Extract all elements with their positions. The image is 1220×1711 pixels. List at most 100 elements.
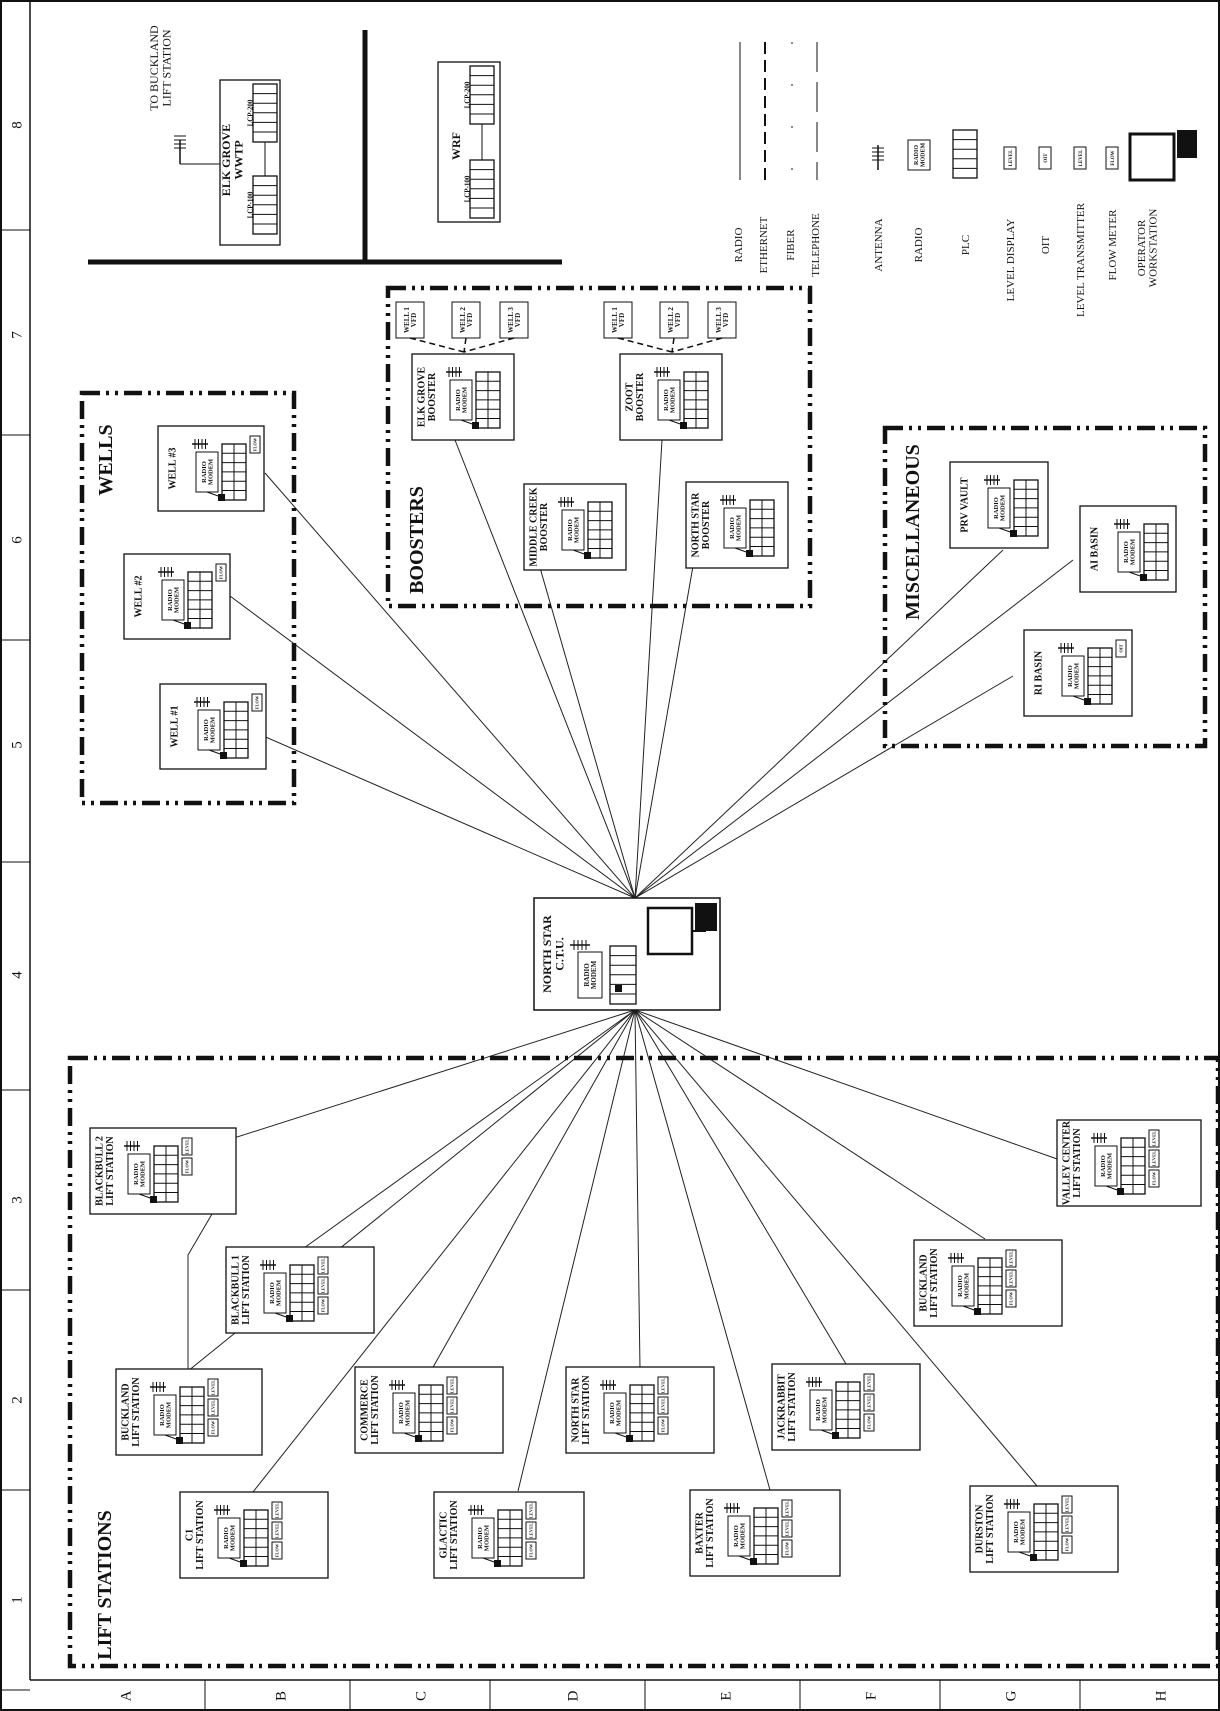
plc-port: [1030, 1554, 1037, 1561]
legend-line-label: FIBER: [785, 229, 797, 261]
vfd-label: WELL 2VFD: [667, 307, 682, 333]
symbol-inner: FLOW: [1111, 150, 1116, 165]
plc-port: [184, 622, 191, 629]
site-label: BUCKLANDLIFT STATION: [120, 1377, 142, 1447]
device-tag: LEVEL: [450, 1378, 455, 1393]
oit-icon: [1038, 146, 1052, 170]
plc-tag: LCP-100: [246, 191, 254, 218]
plc-port: [1117, 1188, 1124, 1195]
radio-modem-label: RADIOMODEM: [1013, 1519, 1027, 1545]
flow-device-icon: [657, 1416, 669, 1435]
device-tag: LEVEL: [529, 1503, 534, 1518]
plc-icon: [952, 129, 978, 179]
column-number: 2: [9, 1396, 25, 1404]
level-device-icon: [181, 1137, 193, 1156]
radio-inner: RADIOMODEM: [914, 142, 926, 167]
device-tag: FLOW: [661, 1418, 666, 1432]
device-tag: FLOW: [321, 1298, 326, 1312]
row-letter: G: [1003, 1690, 1019, 1701]
radio-link: [454, 439, 636, 899]
modem-plc-link: [1105, 1185, 1121, 1192]
site-label: GLACTICLIFT STATION: [438, 1500, 460, 1570]
site-label: BUCKLANDLIFT STATION: [918, 1248, 940, 1318]
column-number: 8: [9, 121, 25, 129]
level-device-icon: [317, 1256, 329, 1275]
hub-north-star-ctu: NORTH STARC.T.U.RADIOMODEM: [533, 897, 721, 1011]
oit-device-icon: [1115, 639, 1127, 658]
ethernet-link: [671, 337, 723, 353]
row-letter: H: [1153, 1690, 1169, 1701]
modem-plc-link: [274, 1312, 290, 1319]
radio-modem-label: RADIOMODEM: [398, 1400, 412, 1426]
radio-link: [517, 1009, 636, 1492]
device-tag: LEVEL: [1152, 1131, 1157, 1146]
vfd-label: WELL 2VFD: [459, 307, 474, 333]
flow-device-icon: [1061, 1535, 1073, 1554]
radio-modem-label: RADIOMODEM: [729, 515, 743, 541]
plc-tag: LCP-200: [246, 99, 254, 126]
wells-group: [79, 390, 297, 806]
plc-port: [240, 1560, 247, 1567]
plc-port: [220, 752, 227, 759]
level-device-icon: [525, 1521, 537, 1540]
flow-device-icon: [207, 1418, 219, 1437]
device-tag: FLOW: [255, 695, 260, 709]
radio-link: [527, 525, 636, 899]
modem-plc-link: [668, 419, 684, 426]
radio-link: [634, 1009, 986, 1240]
device-tag: FLOW: [1152, 1171, 1157, 1185]
vfd-label: WELL 1VFD: [403, 307, 418, 333]
modem-plc-link: [962, 1305, 978, 1312]
site-label: WELL #1: [170, 706, 181, 748]
plc-port: [472, 422, 479, 429]
radio-modem-label: RADIOMODEM: [733, 1523, 747, 1549]
site-label: AI BASIN: [1090, 526, 1101, 571]
level-device-icon: [863, 1393, 875, 1412]
elk-grove-wwtp-label: ELK GROVEWWTP: [219, 124, 246, 196]
vfd-label: WELL 1VFD: [611, 307, 626, 333]
radio-link: [634, 549, 1004, 899]
device-tag: LEVEL: [275, 1503, 280, 1518]
row-letter: F: [863, 1692, 879, 1700]
site-label: BLACKBULL 2LIFT STATION: [94, 1136, 116, 1206]
flow-device-icon: [317, 1296, 329, 1315]
level-device-icon: [446, 1376, 458, 1395]
flow-device-icon: [1005, 1289, 1017, 1308]
device-tag: FLOW: [450, 1418, 455, 1432]
level-device-icon: [781, 1499, 793, 1518]
legend-line-label: TELEPHONE: [810, 213, 822, 277]
symbol-inner: LEVEL: [1079, 149, 1084, 167]
level-display-icon: [1003, 146, 1017, 170]
radio-modem-label: RADIOMODEM: [223, 1525, 237, 1551]
radio-links: [187, 439, 1074, 1493]
radio-link: [244, 727, 636, 899]
vfd-box: [603, 301, 633, 339]
site-label: COMMERCELIFT STATION: [359, 1375, 381, 1445]
vfd-label: WELL 3VFD: [507, 307, 522, 333]
device-tag: LEVEL: [661, 1398, 666, 1413]
level-device-icon: [863, 1373, 875, 1392]
legend-plc-symbol: [952, 129, 978, 179]
level-device-icon: [657, 1376, 669, 1395]
flow-device-icon: [249, 435, 261, 454]
modem-plc-link: [998, 527, 1014, 534]
site-label: WELL #2: [134, 576, 145, 618]
ethernet-link: [617, 337, 673, 353]
flow-device-icon: [271, 1541, 283, 1560]
modem-plc-link: [460, 419, 476, 426]
vfd-label: WELL 3VFD: [715, 307, 730, 333]
radio-modem-label: RADIOMODEM: [993, 495, 1007, 521]
hub-label: NORTH STARC.T.U.: [540, 915, 567, 993]
radio-modem-label: RADIOMODEM: [167, 587, 181, 613]
device-tag: LEVEL: [785, 1501, 790, 1516]
